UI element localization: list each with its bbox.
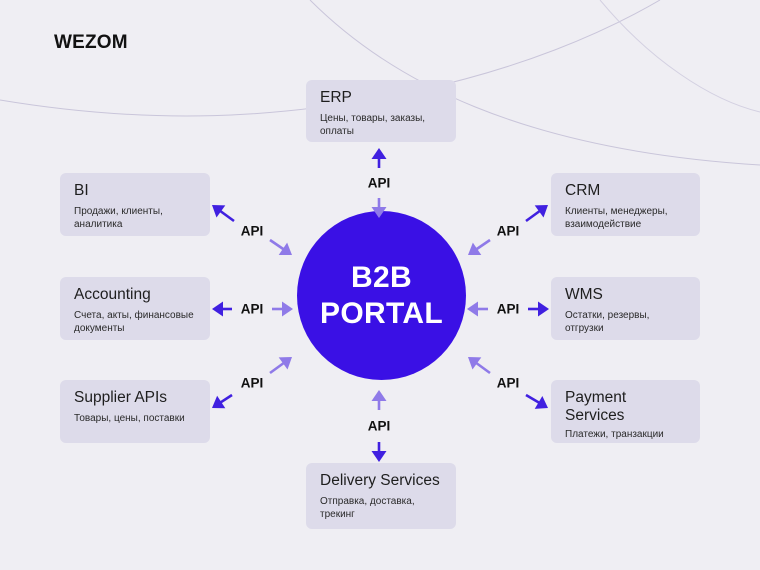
node-title: Accounting <box>74 286 151 303</box>
api-label-bi: API <box>240 223 264 239</box>
api-label-wms: API <box>496 301 520 317</box>
bi-arrow-in-head <box>278 242 292 255</box>
node-title: Payment Services <box>565 389 627 424</box>
delivery-arrow-in-head <box>371 390 387 401</box>
node-description: Отправка, доставка, трекинг <box>320 496 415 520</box>
api-label-delivery: API <box>367 418 391 434</box>
erp-arrow-out-head <box>371 148 387 159</box>
api-label-erp: API <box>367 175 391 191</box>
api-label-accounting: API <box>240 301 264 317</box>
hub-label: B2B PORTAL <box>320 260 443 330</box>
node-description: Остатки, резервы, отгрузки <box>565 310 650 334</box>
erp-arrow-in-head <box>371 207 387 218</box>
node-supplier-apis: Supplier APIs Товары, цены, поставки <box>60 380 210 443</box>
node-description: Клиенты, менеджеры, взаимодействие <box>565 206 668 230</box>
crm-arrow-out-shaft <box>525 209 541 223</box>
payment-arrow-in-shaft <box>475 361 491 375</box>
bi-arrow-out-shaft <box>219 209 235 223</box>
node-crm: CRM Клиенты, менеджеры, взаимодействие <box>551 173 700 236</box>
node-title: ERP <box>320 89 352 106</box>
node-description: Счета, акты, финансовые документы <box>74 310 194 334</box>
node-accounting: Accounting Счета, акты, финансовые докум… <box>60 277 210 340</box>
node-description: Платежи, транзакции <box>565 429 664 440</box>
node-title: BI <box>74 182 89 199</box>
accounting-arrow-in-head <box>282 301 293 317</box>
node-title: Delivery Services <box>320 472 440 489</box>
node-title: CRM <box>565 182 601 199</box>
payment-arrow-out-head <box>534 395 548 409</box>
bi-arrow-in-shaft <box>269 238 285 251</box>
node-bi: BI Продажи, клиенты, аналитика <box>60 173 210 236</box>
crm-arrow-in-head <box>468 242 482 255</box>
crm-arrow-in-shaft <box>475 238 491 251</box>
node-delivery-services: Delivery Services Отправка, доставка, тр… <box>306 463 456 529</box>
supplier-arrow-in-shaft <box>269 361 285 375</box>
wms-arrow-out-head <box>538 301 549 317</box>
node-title: WMS <box>565 286 603 303</box>
node-erp: ERP Цены, товары, заказы, оплаты <box>306 80 456 142</box>
node-description: Цены, товары, заказы, оплаты <box>320 113 426 137</box>
supplier-arrow-out-head <box>212 395 226 409</box>
delivery-arrow-out-head <box>371 451 387 462</box>
accounting-arrow-out-head <box>212 301 223 317</box>
crm-arrow-out-head <box>534 205 548 218</box>
b2b-portal-hub: B2B PORTAL <box>297 211 466 380</box>
wezom-logo: WEZOM <box>54 32 128 53</box>
supplier-arrow-out-shaft <box>219 393 233 404</box>
node-title: Supplier APIs <box>74 389 168 406</box>
payment-arrow-out-shaft <box>525 393 541 405</box>
wms-arrow-in-head <box>467 301 478 317</box>
node-payment-services: Payment Services Платежи, транзакции <box>551 380 700 443</box>
supplier-arrow-in-head <box>278 357 292 370</box>
api-label-supplier: API <box>240 375 264 391</box>
bi-arrow-out-head <box>212 205 226 218</box>
node-description: Продажи, клиенты, аналитика <box>74 206 163 230</box>
api-label-crm: API <box>496 223 520 239</box>
node-wms: WMS Остатки, резервы, отгрузки <box>551 277 700 340</box>
payment-arrow-in-head <box>468 357 482 370</box>
node-description: Товары, цены, поставки <box>74 413 185 424</box>
api-label-payment: API <box>496 375 520 391</box>
